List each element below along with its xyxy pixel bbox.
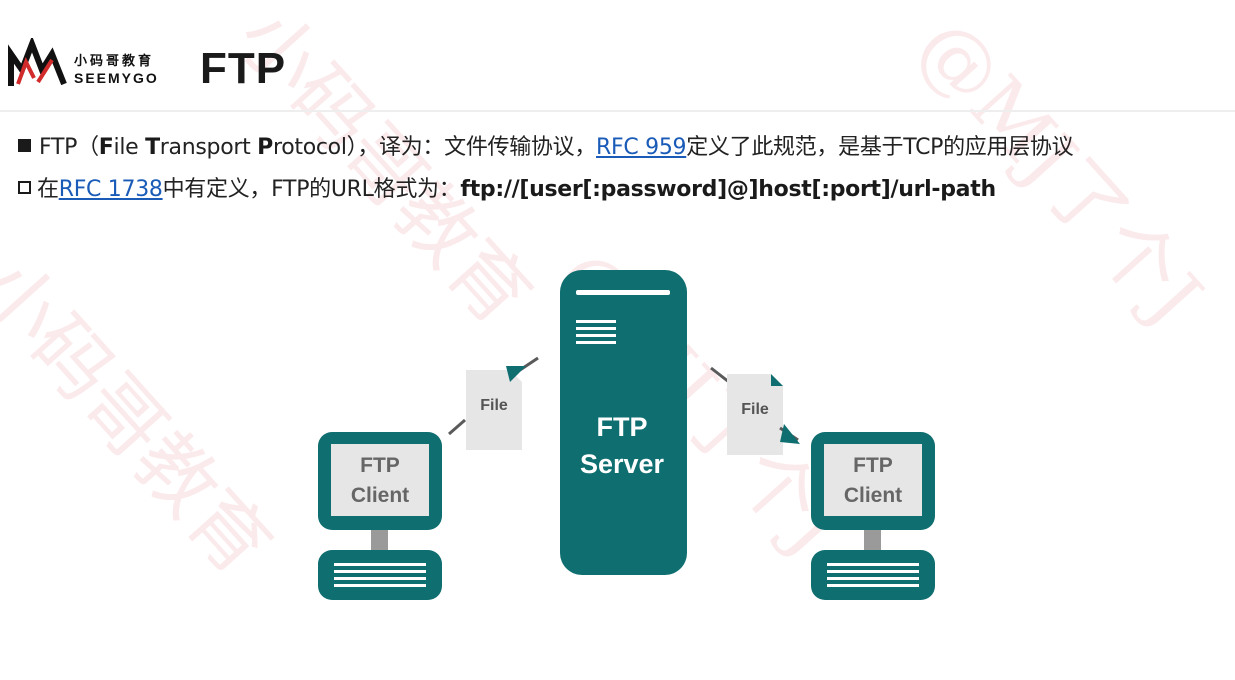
logo-mark-icon: [8, 38, 67, 86]
line1-transport-rest: ransport: [159, 135, 258, 160]
rfc-1738-link[interactable]: RFC 1738: [58, 177, 163, 202]
acronym-letter-f: F: [98, 135, 114, 160]
server-label-line2: Server: [580, 449, 665, 479]
right-file-transfer-icon: File: [710, 366, 800, 455]
definition-line: FTP（File Transport Protocol），译为：文件传输协议，R…: [18, 129, 1074, 161]
left-client-label-line2: Client: [351, 484, 409, 507]
left-file-label: File: [480, 397, 508, 414]
acronym-letter-p: P: [257, 135, 273, 160]
right-file-label: File: [741, 401, 769, 418]
line1-prefix: FTP（: [39, 135, 99, 160]
right-client-label-line1: FTP: [853, 454, 893, 477]
server-label-line1: FTP: [597, 412, 648, 442]
hollow-square-bullet-icon: [18, 181, 31, 194]
rfc-959-link[interactable]: RFC 959: [596, 135, 687, 160]
left-client-label-line1: FTP: [360, 454, 400, 477]
right-ftp-client-icon: FTP Client: [811, 432, 935, 600]
ftp-server-icon: FTP Server: [560, 270, 687, 575]
logo-english-text: SEEMYGO: [74, 70, 159, 86]
line1-protocol-rest: rotocol），译为：文件传输协议，: [272, 135, 597, 160]
line2-prefix: 在: [37, 177, 59, 202]
page-title: FTP: [200, 44, 287, 93]
filled-square-bullet-icon: [18, 139, 31, 152]
logo-chinese-text: 小码哥教育: [74, 54, 155, 69]
line1-suffix: 定义了此规范，是基于TCP的应用层协议: [686, 135, 1074, 160]
ftp-url-format: ftp://[user[:password]@]host[:port]/url-…: [460, 177, 996, 202]
url-format-line: 在RFC 1738中有定义，FTP的URL格式为：ftp://[user[:pa…: [18, 171, 996, 203]
right-client-label-line2: Client: [844, 484, 902, 507]
left-file-transfer-icon: File: [448, 356, 539, 450]
line2-middle: 中有定义，FTP的URL格式为：: [162, 177, 461, 202]
slide-header: 小码哥教育 SEEMYGO FTP: [0, 0, 1235, 112]
left-ftp-client-icon: FTP Client: [318, 432, 442, 600]
line1-file-rest: ile: [113, 135, 146, 160]
brand-logo: 小码哥教育 SEEMYGO: [8, 38, 178, 90]
acronym-letter-t: T: [145, 135, 160, 160]
